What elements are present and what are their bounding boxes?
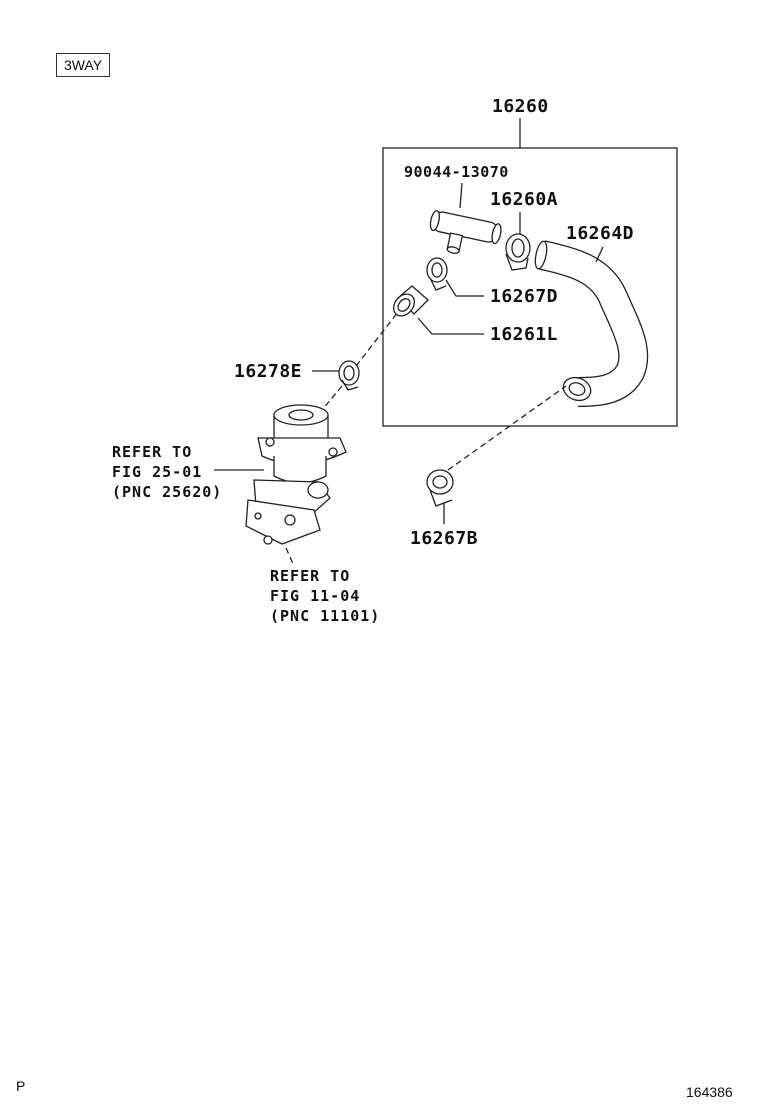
clamp-d-leader	[445, 279, 484, 297]
label-hose-d: 16264D	[566, 223, 635, 244]
label-union: 90044-13070	[404, 163, 509, 181]
left-mark: P	[16, 1078, 26, 1094]
label-clamp-b: 16267B	[410, 528, 479, 549]
label-hose-l: 16261L	[490, 324, 559, 345]
union-leader	[459, 182, 463, 209]
valve-reference: REFER TO FIG 25-01 (PNC 25620)	[112, 442, 222, 502]
hose-l-leader	[417, 317, 484, 335]
alignment-lines	[285, 311, 567, 567]
label-assembly: 16260	[492, 96, 549, 117]
valve-ref-line-3: (PNC 25620)	[112, 483, 223, 501]
manifold-ref-line-1: REFER TO	[270, 567, 351, 585]
clamp-e	[338, 360, 360, 391]
valve-ref-line-2: FIG 25-01	[112, 463, 203, 481]
label-clamp-e: 16278E	[234, 361, 303, 382]
union-pipe	[429, 210, 502, 254]
label-clip-a: 16260A	[490, 189, 559, 210]
diagram-id: 164386	[686, 1084, 733, 1100]
clamp-d	[426, 257, 448, 291]
air-valve	[245, 404, 347, 545]
manifold-ref-line-2: FIG 11-04	[270, 587, 361, 605]
label-clamp-d: 16267D	[490, 286, 559, 307]
hose-l	[393, 285, 429, 317]
manifold-reference: REFER TO FIG 11-04 (PNC 11101)	[270, 566, 380, 626]
variant-tag: 3WAY	[56, 53, 110, 77]
manifold-ref-line-3: (PNC 11101)	[270, 607, 381, 625]
valve-ref-line-1: REFER TO	[112, 443, 193, 461]
assembly-frame	[382, 147, 678, 427]
hose-d-leader	[595, 246, 604, 263]
clip-a	[505, 233, 531, 271]
clamp-b	[426, 469, 454, 507]
